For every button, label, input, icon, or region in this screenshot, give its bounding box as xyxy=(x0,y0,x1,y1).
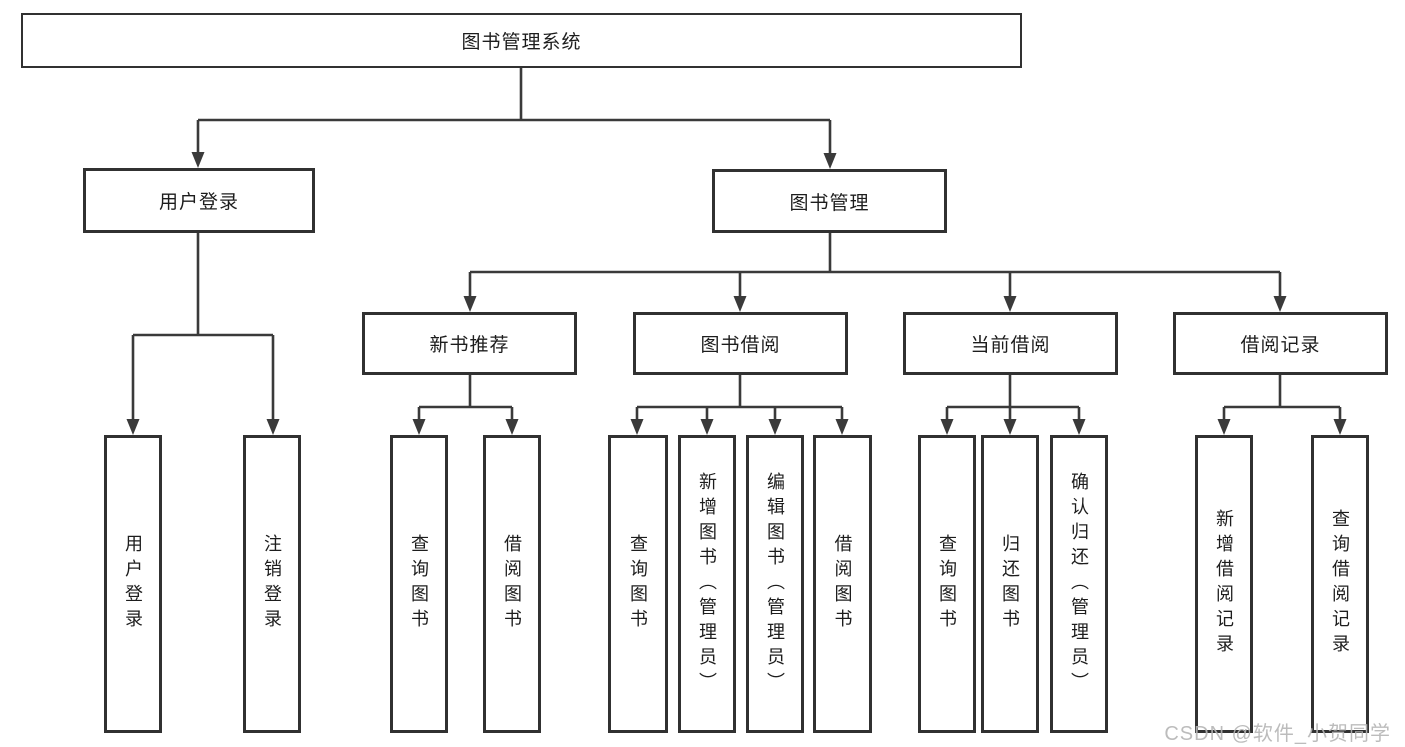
leaf-borrow-books-borrowing: 借阅图书 xyxy=(813,435,872,733)
leaf-query-borrow-record: 查询借阅记录 xyxy=(1311,435,1369,733)
node-label: 图书管理 xyxy=(789,192,870,214)
node-label: 图书借阅 xyxy=(700,335,781,356)
node-label: 新书推荐 xyxy=(429,335,510,356)
node-label: 归还图书 xyxy=(1000,534,1020,634)
leaf-query-books-borrowing: 查询图书 xyxy=(608,435,668,733)
leaf-add-books-admin: 新增图书（管理员） xyxy=(678,435,736,733)
node-label: 查询借阅记录 xyxy=(1330,509,1350,659)
node-label: 图书管理系统 xyxy=(461,32,582,53)
node-book-management: 图书管理 xyxy=(712,169,947,233)
node-label: 当前借阅 xyxy=(970,335,1051,356)
leaf-query-books-current: 查询图书 xyxy=(918,435,976,733)
node-label: 查询图书 xyxy=(937,534,957,634)
leaf-confirm-return-admin: 确认归还（管理员） xyxy=(1050,435,1108,733)
leaf-edit-books-admin: 编辑图书（管理员） xyxy=(746,435,804,733)
csdn-watermark: CSDN @软件_小贺同学 xyxy=(1164,723,1391,745)
node-label: 新增图书（管理员） xyxy=(697,471,717,697)
node-label: 新增借阅记录 xyxy=(1214,509,1234,659)
leaf-borrow-books-recommend: 借阅图书 xyxy=(483,435,541,733)
leaf-return-books: 归还图书 xyxy=(981,435,1039,733)
node-library-management-system: 图书管理系统 xyxy=(21,13,1022,68)
node-label: 编辑图书（管理员） xyxy=(765,471,785,697)
node-label: 借阅记录 xyxy=(1240,335,1321,356)
node-label: 注销登录 xyxy=(262,534,282,634)
leaf-user-login: 用户登录 xyxy=(104,435,162,733)
leaf-query-books-recommend: 查询图书 xyxy=(390,435,448,733)
node-label: 用户登录 xyxy=(158,192,239,213)
node-current-borrowing: 当前借阅 xyxy=(903,312,1118,375)
node-new-book-recommend: 新书推荐 xyxy=(362,312,577,375)
node-label: 查询图书 xyxy=(409,534,429,634)
node-label: 查询图书 xyxy=(628,534,648,634)
node-label: 确认归还（管理员） xyxy=(1069,471,1089,697)
node-book-borrowing: 图书借阅 xyxy=(633,312,848,375)
node-label: 借阅图书 xyxy=(502,534,522,634)
node-label: 借阅图书 xyxy=(832,534,853,634)
node-borrowing-records: 借阅记录 xyxy=(1173,312,1388,375)
node-label: 用户登录 xyxy=(123,534,143,634)
leaf-add-borrow-record: 新增借阅记录 xyxy=(1195,435,1253,733)
leaf-logout: 注销登录 xyxy=(243,435,301,733)
node-user-login: 用户登录 xyxy=(83,168,315,233)
